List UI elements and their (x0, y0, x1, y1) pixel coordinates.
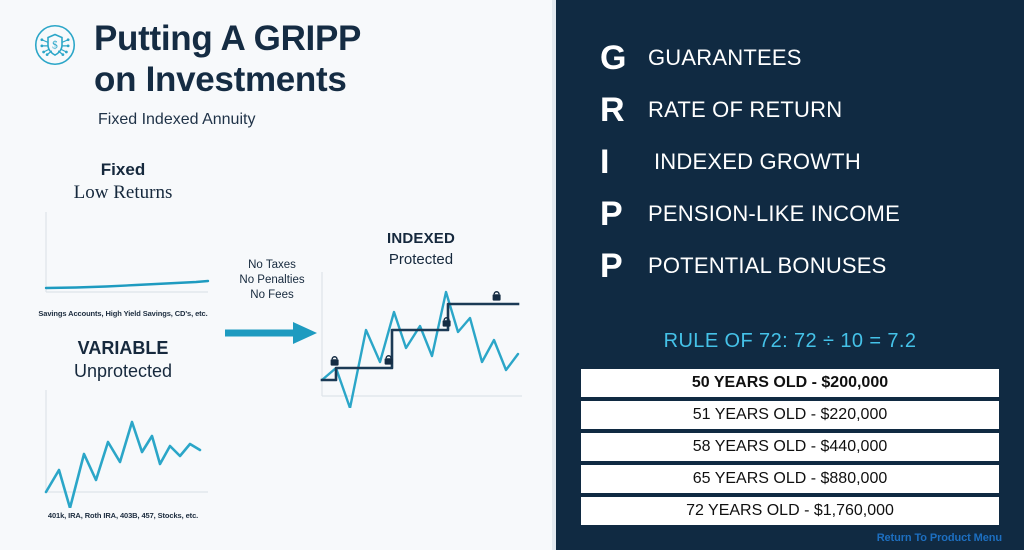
variable-chart-heading: VARIABLE (77, 338, 169, 358)
gripp-word-indexed-growth: INDEXED GROWTH (654, 149, 861, 174)
arrow-right-icon (225, 321, 317, 344)
table-row: 72 YEARS OLD - $1,760,000 (580, 496, 1000, 526)
gripp-letter-i: I (600, 143, 610, 181)
shield-dollar-network-icon: $ (34, 24, 76, 66)
transition-block: No Taxes No Penalties No Fees (224, 258, 320, 351)
left-panel: $ Putting A GRIPP on Investments Fixed I… (32, 0, 556, 550)
fixed-chart-heading: Fixed (100, 160, 146, 179)
panel-divider (552, 0, 556, 550)
gripp-row-i: I INDEXED GROWTH (600, 136, 1020, 188)
gripp-word-rate-of-return: RATE OF RETURN (648, 97, 843, 122)
indexed-chart-subheading: Protected (388, 251, 454, 268)
page-title: Putting A GRIPP on Investments (94, 19, 362, 100)
indexed-chart-plot (320, 272, 522, 408)
title-block: Putting A GRIPP on Investments Fixed Ind… (94, 18, 361, 129)
gripp-letter-p1: P (600, 195, 623, 233)
gripp-row-p1: P PENSION-LIKE INCOME (600, 188, 1020, 240)
fixed-chart-subheading: Low Returns (73, 182, 173, 203)
gripp-row-p2: P POTENTIAL BONUSES (600, 240, 1020, 292)
return-to-product-menu-link[interactable]: Return To Product Menu (876, 532, 1002, 544)
variable-chart-caption: 401k, IRA, Roth IRA, 403B, 457, Stocks, … (47, 511, 199, 520)
table-row: 65 YEARS OLD - $880,000 (580, 464, 1000, 494)
page-subtitle: Fixed Indexed Annuity (98, 110, 256, 128)
table-row: 51 YEARS OLD - $220,000 (580, 400, 1000, 430)
rule-of-72-text: RULE OF 72: 72 ÷ 10 = 7.2 (663, 330, 917, 352)
gripp-letter-g: G (600, 39, 627, 77)
brand-header: $ Putting A GRIPP on Investments Fixed I… (34, 18, 361, 129)
indexed-chart-heading: INDEXED (386, 230, 456, 247)
transition-note: No Taxes No Penalties No Fees (239, 259, 305, 302)
table-row: 58 YEARS OLD - $440,000 (580, 432, 1000, 462)
padlock-icon (330, 291, 501, 366)
fixed-chart-caption: Savings Accounts, High Yield Savings, CD… (38, 309, 208, 318)
svg-text:$: $ (52, 40, 58, 52)
gripp-row-r: R RATE OF RETURN (600, 84, 1020, 136)
variable-chart-plot (44, 390, 208, 508)
gripp-word-potential-bonuses: POTENTIAL BONUSES (648, 253, 887, 278)
age-value-table: 50 YEARS OLD - $200,000 51 YEARS OLD - $… (580, 368, 1000, 528)
variable-chart-block: VARIABLE Unprotected 401k, IRA, Roth IRA… (32, 338, 214, 520)
fixed-chart-block: Fixed Low Returns Savings Accounts, High… (32, 160, 214, 318)
indexed-chart-block: INDEXED Protected (312, 230, 530, 408)
gripp-acronym-list: G GUARANTEES R RATE OF RETURN I INDEXED … (600, 32, 1020, 292)
fixed-chart-plot (44, 212, 210, 293)
gripp-letter-r: R (600, 91, 625, 129)
variable-chart-subheading: Unprotected (73, 361, 173, 381)
gripp-row-g: G GUARANTEES (600, 32, 1020, 84)
gripp-letter-p2: P (600, 247, 623, 285)
table-row: 50 YEARS OLD - $200,000 (580, 368, 1000, 398)
gripp-word-pension-like-income: PENSION-LIKE INCOME (648, 201, 900, 226)
gripp-word-guarantees: GUARANTEES (648, 45, 802, 70)
